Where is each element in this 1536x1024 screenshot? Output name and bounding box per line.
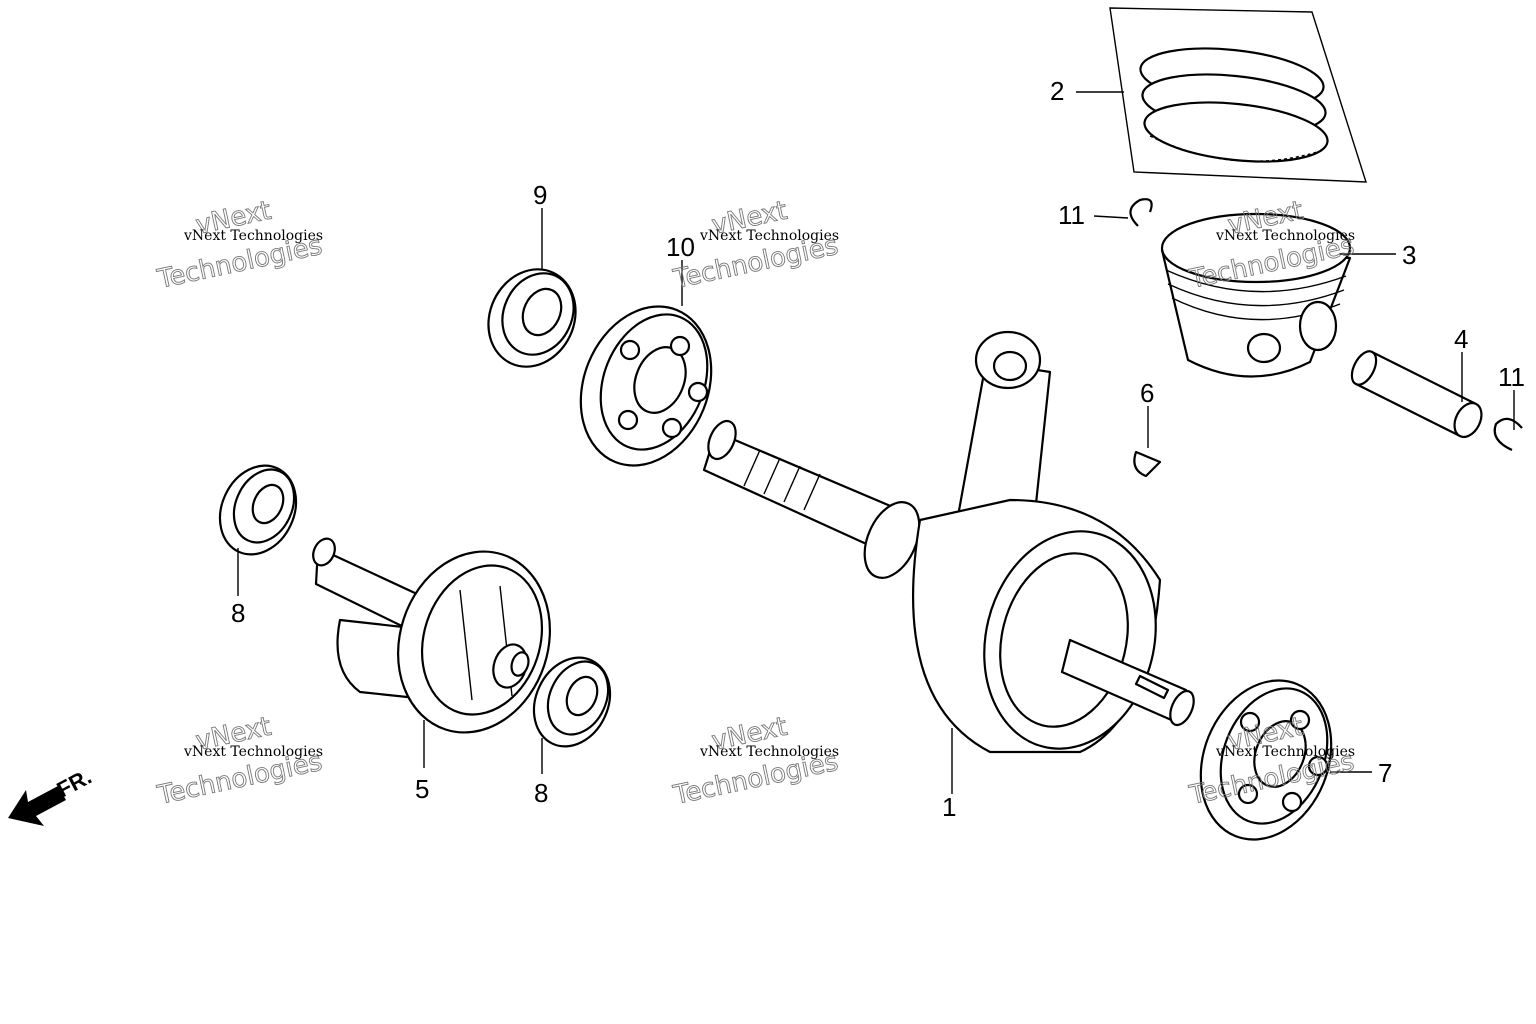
callout-6: 6 — [1140, 378, 1154, 408]
watermark-bottom-left: vNext vNext Technologies Technologies — [154, 711, 325, 811]
svg-text:vNext Technologies: vNext Technologies — [183, 744, 323, 760]
ball-bearing-8-lower — [532, 656, 612, 748]
piston-pin — [1350, 350, 1483, 439]
callout-2: 2 — [1050, 76, 1064, 106]
piston — [1160, 212, 1352, 378]
svg-text:vNext Technologies: vNext Technologies — [183, 228, 323, 244]
watermark-top-center: vNext vNext Technologies Technologies — [670, 195, 841, 295]
callout-8-upper: 8 — [231, 598, 245, 628]
callout-4: 4 — [1454, 324, 1468, 354]
piston-pin-clip-left — [1129, 198, 1153, 227]
balancer-shaft — [312, 537, 552, 734]
front-arrow-icon — [8, 786, 66, 826]
ball-bearing-7 — [1199, 679, 1333, 841]
svg-text:vNext Technologies: vNext Technologies — [699, 744, 839, 760]
small-ball-bearing-9 — [487, 268, 577, 368]
woodruff-key — [1133, 450, 1162, 478]
large-ball-bearing-10 — [579, 305, 713, 467]
ball-bearing-8-upper — [218, 464, 298, 556]
callout-11-right: 11 — [1498, 362, 1525, 392]
callout-8-lower: 8 — [534, 778, 548, 808]
callout-11-left: 11 — [1058, 200, 1085, 230]
callout-5: 5 — [415, 774, 429, 804]
svg-text:vNext Technologies: vNext Technologies — [699, 228, 839, 244]
svg-text:vNext Technologies: vNext Technologies — [1215, 744, 1355, 760]
front-direction-arrow: FR. — [8, 764, 96, 826]
callout-9: 9 — [533, 180, 547, 210]
watermark-top-left: vNext vNext Technologies Technologies — [154, 195, 325, 295]
callout-3: 3 — [1402, 240, 1416, 270]
callout-10: 10 — [666, 232, 695, 262]
callout-7: 7 — [1378, 758, 1392, 788]
svg-text:vNext Technologies: vNext Technologies — [1215, 228, 1355, 244]
watermark-bottom-center: vNext vNext Technologies Technologies — [670, 711, 841, 811]
callout-1: 1 — [942, 792, 956, 822]
leader-lines — [237, 91, 1515, 794]
callout-numbers: 1 2 3 4 5 6 7 8 8 9 10 11 11 — [231, 76, 1525, 822]
crankshaft-assembly — [702, 330, 1195, 754]
piston-pin-clip-right — [1493, 417, 1523, 452]
piston-ring-set — [1109, 7, 1367, 183]
